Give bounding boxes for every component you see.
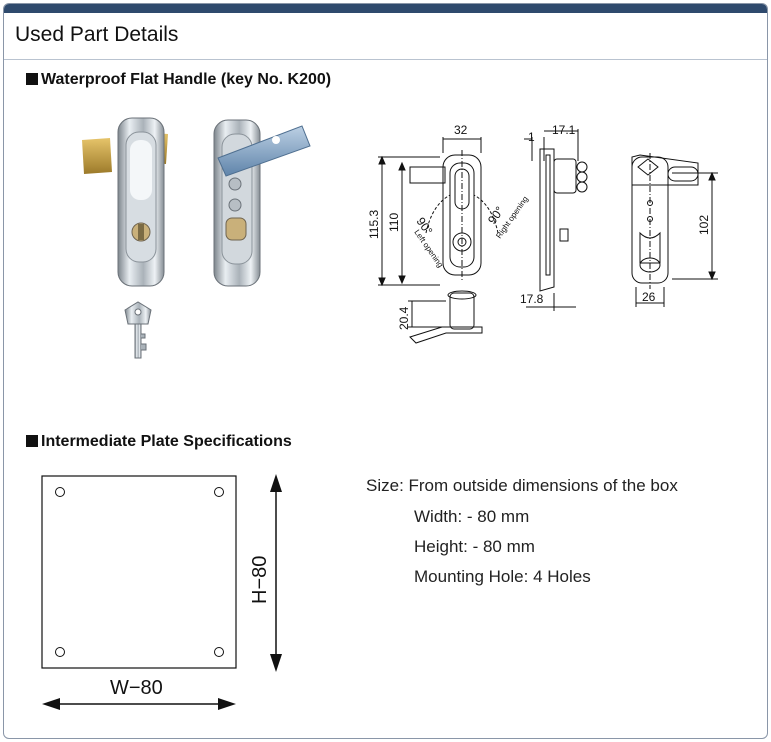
spec-size: Size: From outside dimensions of the box: [366, 476, 678, 495]
handle-dimension-drawing: [378, 129, 718, 344]
mounting-hole: [214, 647, 224, 657]
mounting-hole: [55, 647, 65, 657]
plate-heading-text: Intermediate Plate Specifications: [41, 433, 292, 450]
mounting-hole: [55, 487, 65, 497]
dim-20-4: 20.4: [397, 306, 411, 330]
dim-32: 32: [454, 123, 468, 137]
title-divider: [4, 59, 767, 60]
plate-section-heading: Intermediate Plate Specifications: [26, 433, 292, 451]
dim-102: 102: [697, 215, 711, 235]
page-title: Used Part Details: [15, 23, 179, 46]
mounting-hole: [214, 487, 224, 497]
handle-heading-text: Waterproof Flat Handle (key No. K200): [41, 71, 332, 88]
spec-width: Width: - 80 mm: [414, 507, 530, 526]
plate-outline: [41, 475, 237, 669]
dim-17-1: 17.1: [552, 123, 576, 137]
spec-holes: Mounting Hole: 4 Holes: [414, 567, 591, 586]
handle-photo: [82, 117, 311, 359]
width-label: W−80: [110, 677, 163, 699]
handle-closed-photo: [82, 117, 168, 287]
side-view: [524, 129, 588, 311]
dim-1: 1: [528, 130, 535, 144]
back-view: [631, 153, 718, 307]
dim-26: 26: [642, 290, 656, 304]
spec-height: Height: - 80 mm: [414, 537, 535, 556]
plate-diagram: H−80 W−80: [41, 474, 282, 710]
handle-open-photo: [213, 119, 311, 287]
bullet-square-icon: [26, 73, 38, 85]
dimension-labels: 32 1 17.1 115.3 110 90° Left opening 90°…: [367, 123, 711, 330]
dim-17-8: 17.8: [520, 292, 544, 306]
dim-110: 110: [387, 213, 401, 232]
bullet-square-icon: [26, 435, 38, 447]
handle-section-heading: Waterproof Flat Handle (key No. K200): [26, 71, 331, 89]
key-photo: [124, 301, 152, 359]
header-bar: [4, 4, 767, 13]
front-view: [378, 137, 499, 344]
dim-115-3: 115.3: [367, 210, 381, 239]
height-label: H−80: [249, 556, 271, 604]
